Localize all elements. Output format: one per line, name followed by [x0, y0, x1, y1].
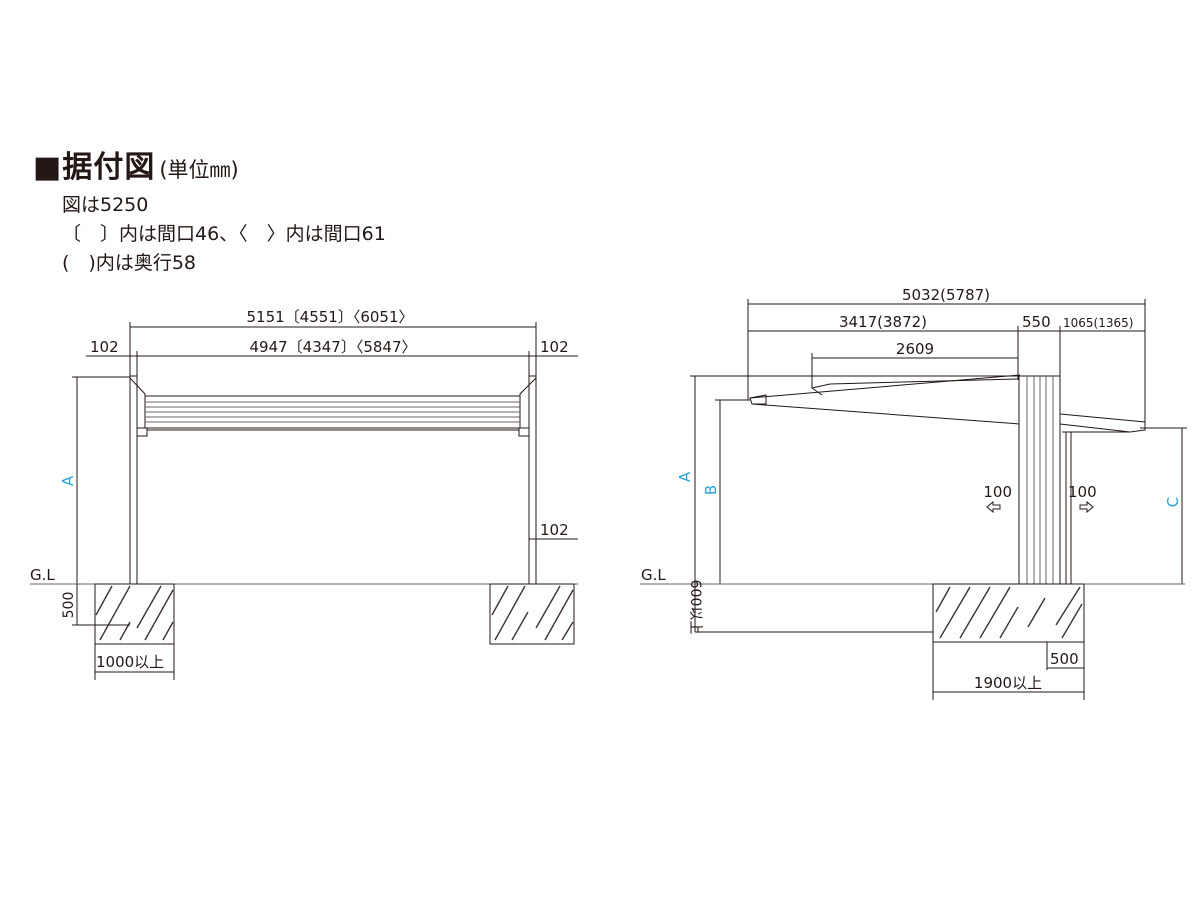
front-embed-depth: 500	[61, 592, 77, 619]
front-overall-width: 5151〔4551〕〈6051〉	[246, 308, 413, 326]
side-rear-section: 1065(1365)	[1063, 316, 1133, 330]
front-joint-left	[136, 427, 148, 437]
side-footing-hatch	[935, 586, 1083, 639]
side-height-b: B	[702, 485, 720, 495]
side-offset-right: 100	[1068, 483, 1097, 501]
side-front-section: 3417(3872)	[839, 313, 927, 331]
side-overall-depth: 5032(5787)	[902, 286, 990, 304]
side-roof-beam-end	[811, 387, 823, 396]
front-post-right-width: 102	[540, 338, 569, 356]
side-embed-depth: 600以上	[687, 580, 703, 635]
side-roof-beam	[811, 378, 1019, 389]
front-roof-brackets	[129, 377, 537, 398]
side-post-footing: 500	[1050, 650, 1079, 668]
side-roof-rear	[1059, 413, 1146, 433]
side-ground-label: G.L	[641, 566, 666, 584]
note-width-variants: 〔 〕内は間口46、〈 〉内は間口61	[62, 223, 386, 245]
front-ground-label: G.L	[30, 566, 55, 584]
front-footing-right	[489, 583, 575, 645]
arrow-left-icon	[986, 500, 1001, 514]
side-height-c: C	[1164, 497, 1182, 507]
note-model: 図は5250	[62, 194, 149, 216]
side-view: 5032(5787) 3417(3872) 550 1065(1365) 260…	[640, 286, 1187, 700]
front-post-left-width: 102	[90, 338, 119, 356]
side-footing-width: 1900以上	[974, 674, 1042, 692]
arrow-right-icon	[1079, 500, 1094, 514]
title-unit: (単位㎜)	[159, 158, 239, 182]
side-roof-top-line	[749, 374, 1021, 399]
front-view: 5151〔4551〕〈6051〉 4947〔4347〕〈5847〉 102 10…	[30, 308, 578, 680]
front-footing-left	[94, 583, 175, 645]
side-beam-length: 2609	[896, 340, 934, 358]
side-footing	[932, 583, 1085, 643]
side-offset-left: 100	[983, 483, 1012, 501]
front-post-right-lower: 102	[540, 521, 569, 539]
front-inner-width: 4947〔4347〕〈5847〉	[249, 338, 416, 356]
note-depth-variant: ( )内は奥行58	[62, 252, 197, 274]
title-text: ■据付図	[33, 150, 156, 185]
side-height-a: A	[676, 471, 694, 482]
front-footing-hatch	[95, 585, 574, 641]
front-height-a: A	[59, 475, 77, 486]
page-title: ■据付図(単位㎜)	[33, 142, 239, 186]
front-footing-width: 1000以上	[96, 653, 164, 671]
side-roof-front-cap	[749, 394, 767, 405]
side-mid-section: 550	[1022, 313, 1051, 331]
front-joint-right	[518, 427, 530, 437]
side-roof-bottom-line	[751, 403, 1021, 425]
